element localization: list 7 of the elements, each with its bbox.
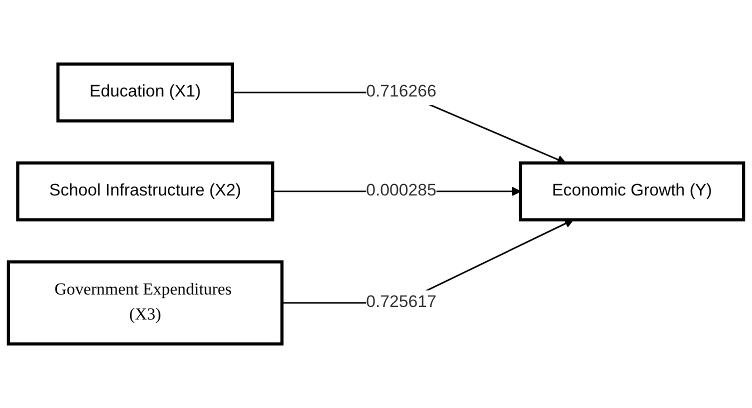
node-box: Education (X1) [56, 62, 234, 122]
edge-label: 0.000285 [366, 182, 436, 200]
node-box: Economic Growth (Y) [518, 161, 746, 222]
edge-label: 0.716266 [366, 83, 436, 101]
node-box: School Infrastructure (X2) [16, 161, 274, 222]
edge-label: 0.725617 [366, 293, 436, 312]
node-box: Government Expenditures (X3) [6, 260, 284, 346]
